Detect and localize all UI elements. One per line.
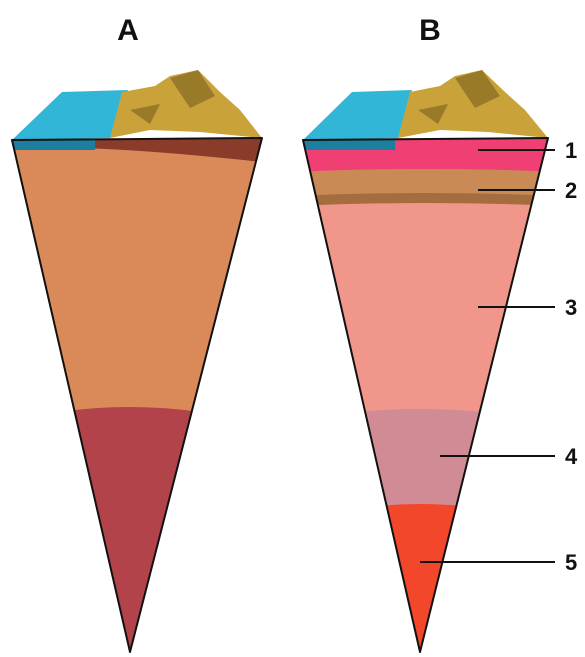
panel-b: B 1 2 3 4 5 — [290, 14, 585, 657]
panel-a-ocean-surface — [12, 90, 128, 140]
panel-a-core — [60, 407, 200, 657]
panel-b-layer-5 — [360, 504, 480, 657]
label-layer-2: 2 — [565, 178, 577, 203]
panel-b-title: B — [419, 14, 441, 47]
label-layer-1: 1 — [565, 138, 577, 163]
panel-b-wedge — [290, 120, 585, 657]
label-layer-3: 3 — [565, 295, 577, 320]
panel-a-title: A — [117, 14, 139, 47]
label-layer-5: 5 — [565, 550, 577, 575]
panel-a: A — [0, 14, 300, 657]
label-layer-4: 4 — [565, 444, 578, 469]
panel-b-ocean-surface — [303, 90, 412, 140]
